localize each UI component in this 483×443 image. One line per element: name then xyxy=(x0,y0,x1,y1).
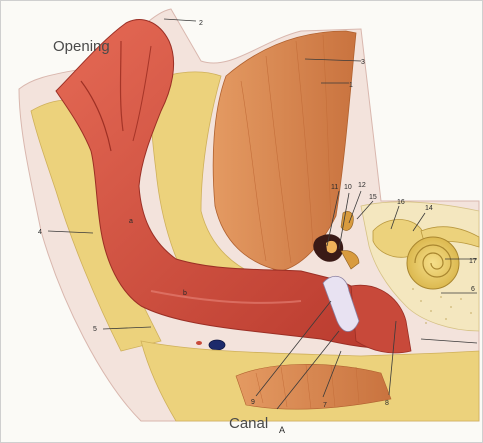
label-canal: Canal xyxy=(229,415,268,432)
label-opening: Opening xyxy=(53,38,110,55)
label-16: 16 xyxy=(397,199,405,206)
cochlea xyxy=(407,237,459,289)
label-14: 14 xyxy=(425,205,433,212)
label-8: 8 xyxy=(385,400,389,407)
label-a: a xyxy=(129,218,133,225)
label-10: 10 xyxy=(344,184,352,191)
label-17: 17 xyxy=(469,258,477,265)
label-6: 6 xyxy=(471,286,475,293)
label-11: 11 xyxy=(331,184,338,191)
label-3: 3 xyxy=(361,59,365,66)
vessel xyxy=(209,340,225,350)
label-12: 12 xyxy=(358,182,366,189)
label-5: 5 xyxy=(93,326,97,333)
label-15: 15 xyxy=(369,194,377,201)
label-4: 4 xyxy=(38,229,42,236)
label-1: 1 xyxy=(349,82,353,89)
label-7: 7 xyxy=(323,402,327,409)
label-9: 9 xyxy=(251,399,255,406)
label-2: 2 xyxy=(199,20,203,27)
label-b: b xyxy=(183,290,187,297)
label-figure-letter: A xyxy=(279,425,285,435)
